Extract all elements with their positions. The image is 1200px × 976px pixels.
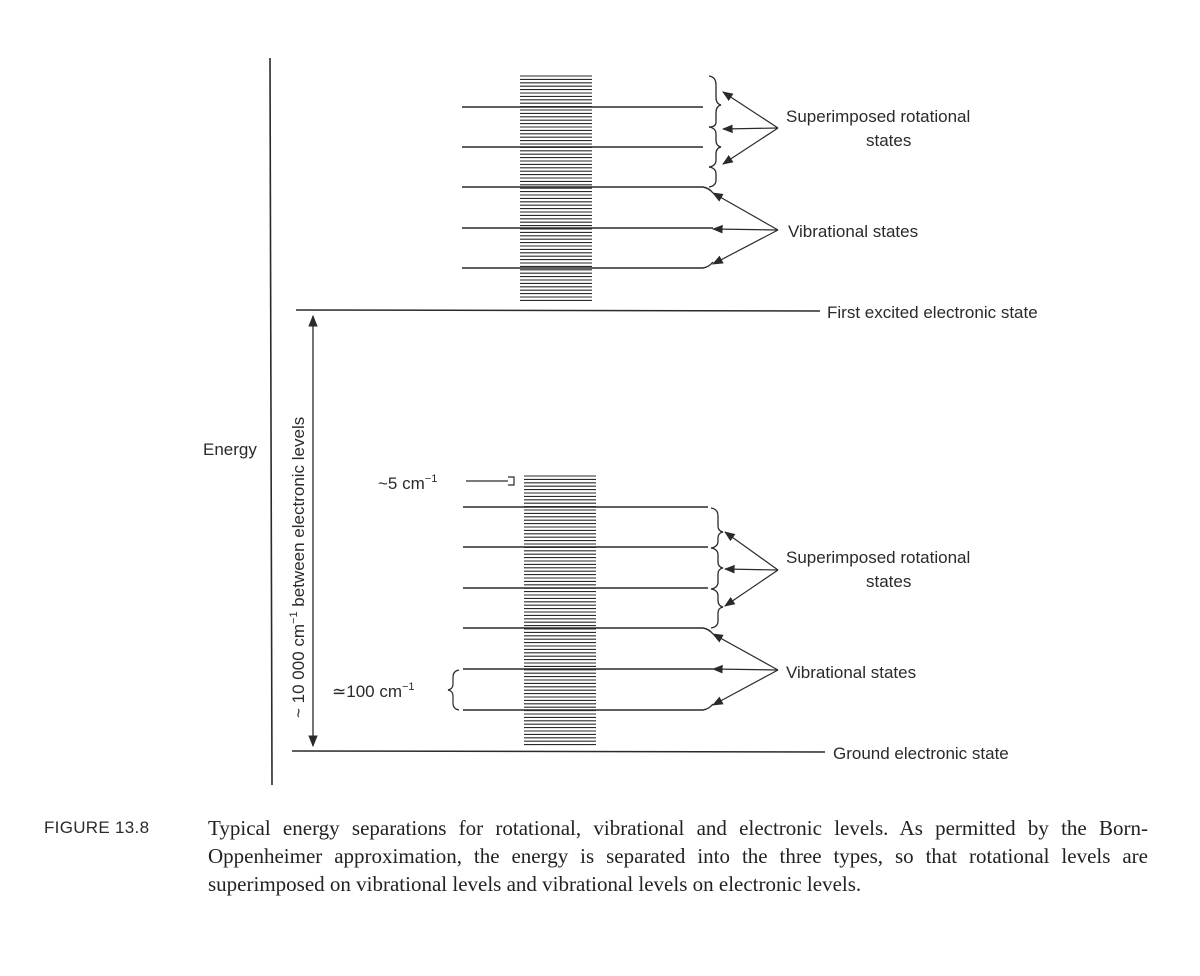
upper-vibrational-levels [462, 106, 714, 269]
first-excited-electronic-line [295, 309, 821, 312]
first-excited-electronic-label: First excited electronic state [827, 303, 1038, 322]
lower-vib-level [463, 627, 714, 635]
upper-rotational-braces [708, 75, 722, 188]
brace-icon [447, 669, 460, 711]
rotational-arrow [724, 531, 779, 571]
vibrational-arrow [712, 633, 779, 671]
lower-vibrational-label: Vibrational states [786, 663, 916, 682]
lower-rotational-label-1: Superimposed rotational [786, 548, 970, 567]
vibrational-arrow [711, 224, 779, 234]
rotational-arrow [722, 91, 779, 129]
ground-electronic-line [291, 750, 826, 753]
lower-vibrational-levels [463, 506, 714, 711]
lower-rotational-braces [710, 507, 724, 629]
upper-rotational-label-2: states [866, 131, 911, 150]
rotational-arrow [724, 569, 779, 607]
rotational-arrow [723, 564, 779, 574]
rotational-arrow [721, 124, 779, 134]
brace-icon [708, 166, 717, 188]
brace-icon [708, 126, 722, 168]
brace-icon [710, 547, 724, 590]
rotational-spacing-label: ~5 cm−1 [378, 473, 437, 493]
upper-vib-level [462, 186, 714, 194]
energy-axis-label: Energy [203, 440, 257, 459]
lower-label-arrows [711, 531, 779, 706]
figure-caption: Typical energy separations for rotationa… [208, 816, 1148, 896]
vibrational-arrow [712, 192, 779, 231]
ground-electronic-label: Ground electronic state [833, 744, 1009, 763]
rotational-spacing-leader [466, 476, 515, 486]
upper-rotational-band [520, 75, 592, 301]
brace-icon [710, 507, 724, 549]
upper-vibrational-label: Vibrational states [788, 222, 918, 241]
vibrational-spacing-label: ≃100 cm−1 [332, 681, 415, 701]
lower-rotational-band [524, 475, 596, 746]
vibrational-arrow [712, 229, 779, 265]
energy-axis [269, 57, 273, 786]
upper-label-arrows [711, 91, 779, 265]
vibrational-arrow [711, 664, 779, 674]
rotational-arrow [722, 127, 779, 165]
lower-rotational-label-2: states [866, 572, 911, 591]
energy-level-diagram: Energy First excited electronic state Gr… [203, 57, 1038, 786]
brace-icon [708, 75, 722, 128]
vibrational-arrow [712, 669, 779, 706]
upper-rotational-label-1: Superimposed rotational [786, 107, 970, 126]
electronic-separation-label: ~ 10 000 cm−1 between electronic levels [288, 417, 308, 718]
brace-icon [710, 588, 724, 629]
figure-number: FIGURE 13.8 [44, 818, 150, 837]
